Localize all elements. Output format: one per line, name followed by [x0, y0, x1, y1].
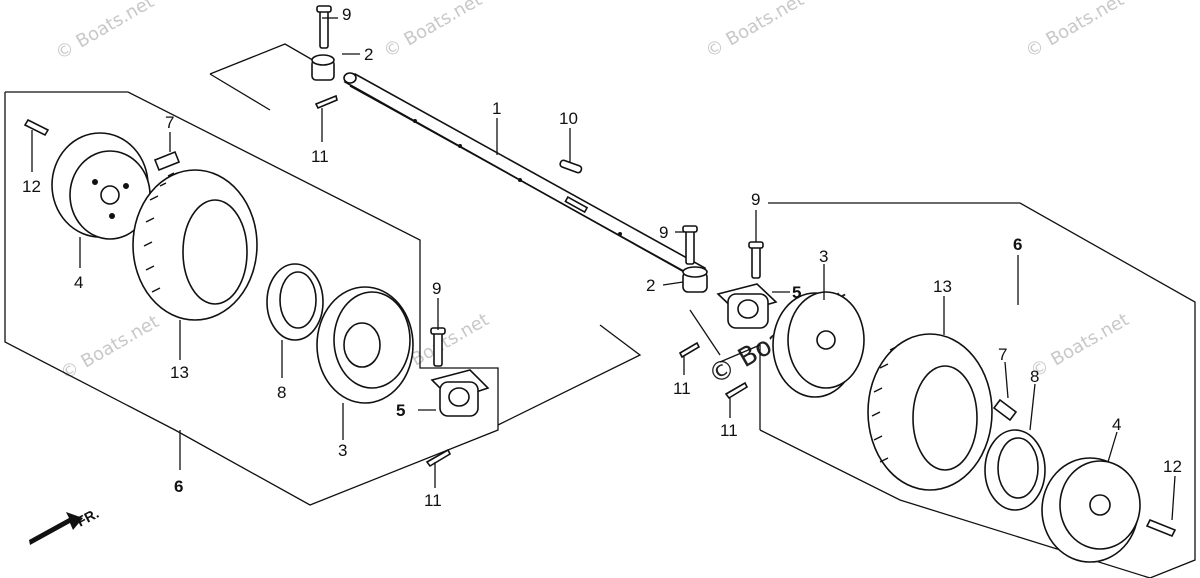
seal-right [984, 429, 1046, 511]
cotter-pins [314, 94, 749, 468]
callout-3-left: 3 [338, 441, 347, 460]
watermark-7: © Boats.net [1027, 309, 1133, 382]
watermark-3: © Boats.net [702, 0, 808, 62]
axle-shaft [343, 72, 707, 281]
callouts: 1 2 2 3 3 4 4 5 5 6 6 7 7 8 8 9 9 9 9 10… [22, 5, 1182, 510]
front-label: FR. [74, 505, 101, 530]
brake-drum-right [772, 291, 865, 398]
callout-13-left: 13 [170, 363, 189, 382]
bolt-top [316, 5, 332, 49]
callout-8-left: 8 [277, 383, 286, 402]
callout-13-right: 13 [933, 277, 952, 296]
bolt-right [748, 241, 764, 279]
watermark-4: © Boats.net [1022, 0, 1128, 62]
tire-left [132, 169, 258, 321]
callout-9-top: 9 [342, 5, 351, 24]
front-indicator: FR. [29, 505, 101, 545]
axle-group-line-bottom [497, 324, 642, 426]
leader-lines [31, 17, 1176, 521]
callout-5-right: 5 [792, 283, 801, 302]
callout-3-right: 3 [819, 247, 828, 266]
valve-left [153, 150, 181, 172]
flange-bolt-right [1145, 518, 1177, 538]
key-pin [559, 159, 583, 174]
flange-bolt-left [23, 118, 50, 137]
callout-5-left: 5 [396, 401, 405, 420]
bolt-mid [682, 225, 698, 265]
tire-right [867, 333, 993, 491]
callout-6-left: 6 [174, 477, 183, 496]
hub-left [430, 369, 490, 417]
callout-6-right: 6 [1013, 235, 1022, 254]
callout-4-left: 4 [74, 273, 83, 292]
callout-11-mid: 11 [673, 379, 691, 398]
collar-right [682, 266, 708, 293]
seal-left [266, 263, 324, 341]
callout-8-right: 8 [1030, 367, 1039, 386]
callout-2-top: 2 [364, 45, 373, 64]
callout-12-right: 12 [1163, 457, 1182, 476]
callout-11-top: 11 [311, 147, 329, 166]
right-assembly-outline [759, 202, 1196, 578]
watermark-1: © Boats.net [52, 0, 158, 64]
wheel-disc-left [51, 132, 151, 240]
brake-drum-left [316, 286, 414, 404]
callout-11-right: 11 [720, 421, 738, 440]
callout-12-left: 12 [22, 177, 41, 196]
bolt-left [430, 327, 446, 367]
axle-group-line-left [209, 73, 271, 111]
callout-9-right: 9 [751, 190, 760, 209]
valve-right [992, 398, 1018, 422]
left-assembly-outline [4, 91, 499, 506]
axle-group-line-right [689, 309, 721, 356]
callout-1: 1 [492, 99, 501, 118]
callout-9-left: 9 [432, 279, 441, 298]
callout-10: 10 [559, 109, 578, 128]
callout-2-right: 2 [646, 276, 655, 295]
watermark-5: © Boats.net [57, 311, 163, 384]
hub-right [716, 283, 778, 329]
callout-9-mid: 9 [659, 223, 668, 242]
callout-7-left: 7 [165, 113, 174, 132]
callout-7-right: 7 [998, 345, 1007, 364]
front-arrow-icon [29, 512, 83, 545]
wheel-disc-right [1041, 457, 1141, 563]
callout-11-left: 11 [424, 491, 442, 510]
watermark-2: © Boats.net [380, 0, 486, 62]
collar-top [311, 54, 335, 81]
callout-4-right: 4 [1112, 415, 1121, 434]
right-assembly-outline-2 [719, 344, 761, 430]
